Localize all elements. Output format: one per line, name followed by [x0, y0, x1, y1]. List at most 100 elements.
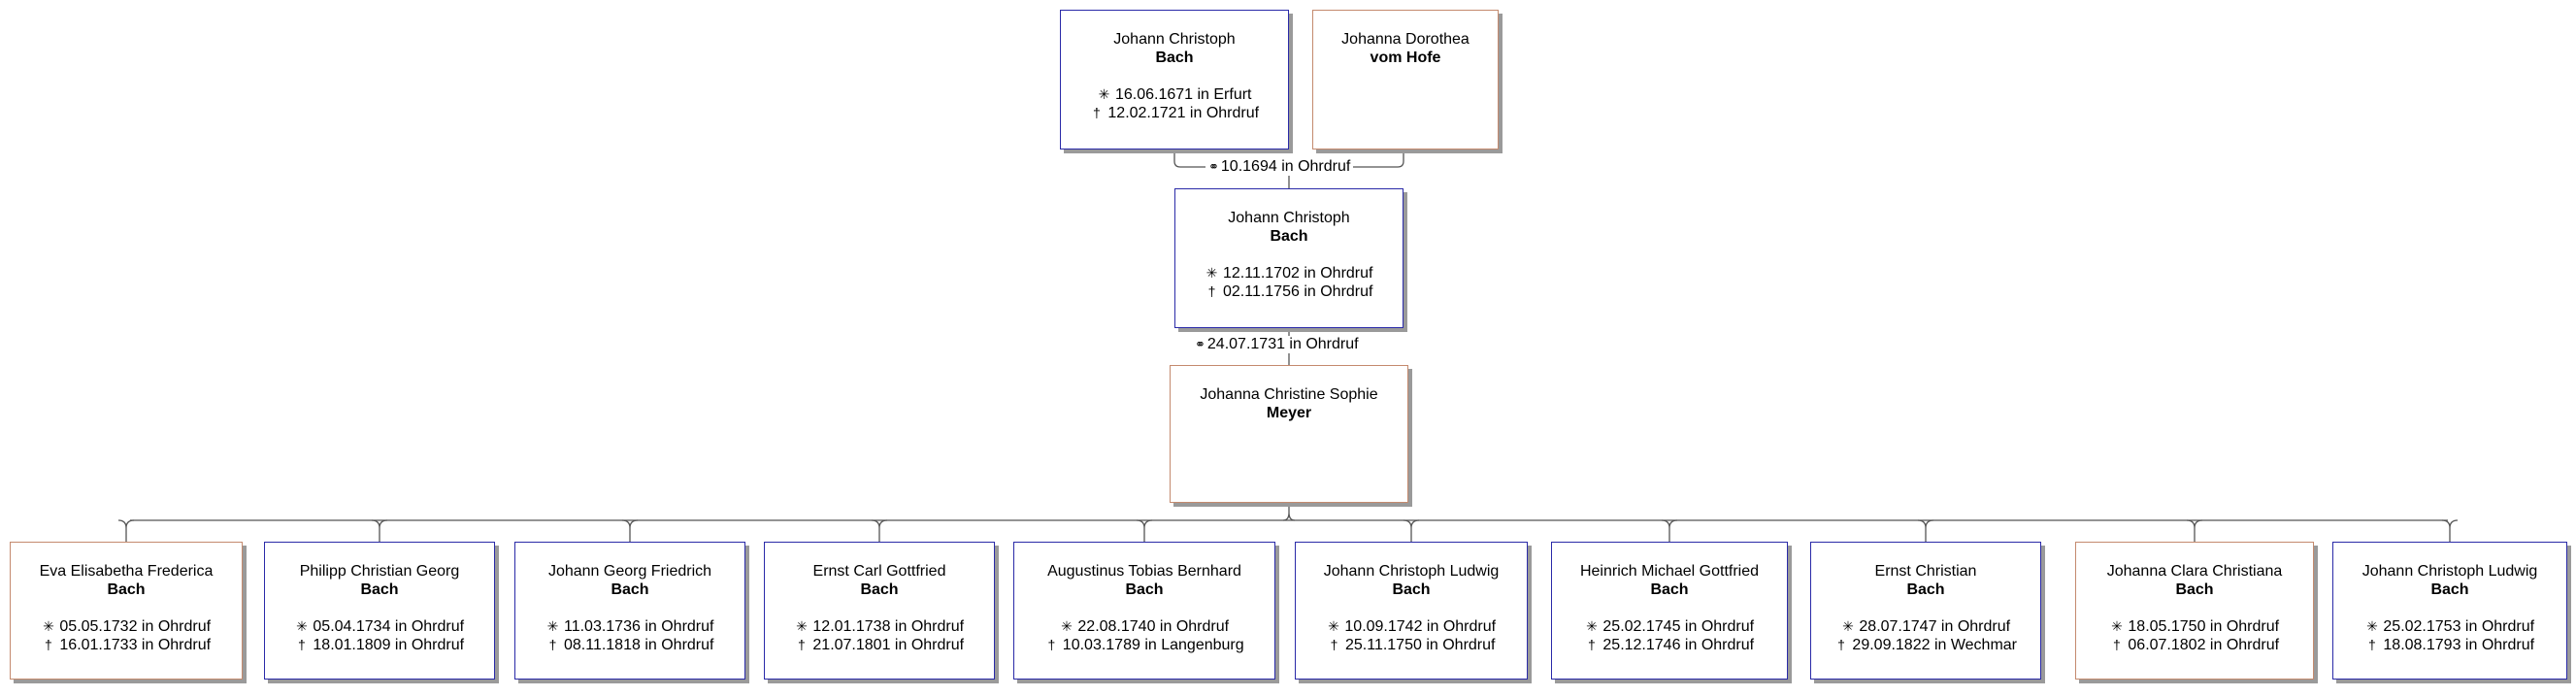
parents-marriage-date: 10.1694 in Ohrdruf — [1220, 158, 1351, 175]
child-surname: Bach — [1125, 581, 1164, 598]
child-drop-line — [2186, 519, 2203, 542]
child-given-name: Johann Georg Friedrich — [547, 563, 712, 580]
death-icon: † — [1093, 105, 1101, 120]
father-death: 12.02.1721 in Ohrdruf — [1107, 105, 1260, 121]
death-icon: † — [2368, 637, 2376, 652]
child-drop-line — [1136, 519, 1153, 542]
subject-birth: 12.11.1702 in Ohrdruf — [1222, 265, 1373, 282]
birth-icon: ✳ — [1098, 86, 1110, 102]
birth-icon: ✳ — [1061, 618, 1073, 634]
death-icon: † — [1047, 637, 1056, 652]
child-given-name: Augustinus Tobias Bernhard — [1047, 563, 1241, 580]
death-icon: † — [798, 637, 806, 652]
birth-icon: ✳ — [43, 618, 54, 634]
death-icon: † — [1837, 637, 1845, 652]
child-drop-line — [1661, 519, 1678, 542]
child-death: 06.07.1802 in Ohrdruf — [2128, 637, 2280, 653]
child-birth: 22.08.1740 in Ohrdruf — [1077, 618, 1230, 635]
parents-marriage-label: ⚭10.1694 in Ohrdruf — [1205, 158, 1354, 176]
child-death: 25.11.1750 in Ohrdruf — [1344, 637, 1496, 653]
subject-marriage-label: ⚭24.07.1731 in Ohrdruf — [1192, 336, 1362, 353]
subject-surname: Bach — [1270, 228, 1308, 245]
child-drop-line — [371, 519, 388, 542]
birth-icon: ✳ — [546, 618, 559, 634]
child-birth: 28.07.1747 in Ohrdruf — [1859, 618, 2011, 635]
child-surname: Bach — [860, 581, 899, 598]
death-icon: † — [1330, 637, 1338, 652]
child-death: 10.03.1789 in Langenburg — [1062, 637, 1244, 653]
child-drop-line — [871, 519, 888, 542]
child-drop-line — [1917, 519, 1934, 542]
person-box-mother[interactable]: Johanna Dorothea vom Hofe — [1312, 10, 1499, 149]
child-birth: 18.05.1750 in Ohrdruf — [2128, 618, 2280, 635]
subject-death: 02.11.1756 in Ohrdruf — [1222, 283, 1373, 300]
child-death: 08.11.1818 in Ohrdruf — [563, 637, 714, 653]
child-death: 18.08.1793 in Ohrdruf — [2383, 637, 2535, 653]
spouse-given-name: Johanna Christine Sophie — [1200, 386, 1378, 403]
child-death: 18.01.1809 in Ohrdruf — [313, 637, 465, 653]
death-icon: † — [2113, 637, 2121, 652]
death-icon: † — [1588, 637, 1596, 652]
child-birth: 05.04.1734 in Ohrdruf — [313, 618, 465, 635]
father-surname: Bach — [1155, 50, 1194, 66]
father-birth: 16.06.1671 in Erfurt — [1114, 86, 1252, 103]
birth-icon: ✳ — [796, 618, 808, 634]
child-birth: 10.09.1742 in Ohrdruf — [1344, 618, 1497, 635]
child-death: 16.01.1733 in Ohrdruf — [59, 637, 212, 653]
child-surname: Bach — [2175, 581, 2214, 598]
child-given-name: Heinrich Michael Gottfried — [1579, 563, 1760, 580]
death-icon: † — [548, 637, 557, 652]
birth-icon: ✳ — [2111, 618, 2123, 634]
person-box-father[interactable]: Johann Christoph Bach ✳ 16.06.1671 in Er… — [1060, 10, 1289, 149]
child-surname: Bach — [360, 581, 399, 598]
father-given-name: Johann Christoph — [1113, 31, 1236, 48]
birth-icon: ✳ — [1842, 618, 1854, 634]
birth-icon: ✳ — [1205, 265, 1218, 281]
child-drop-line — [117, 519, 135, 542]
child-birth: 12.01.1738 in Ohrdruf — [812, 618, 965, 635]
child-given-name: Johann Christoph Ludwig — [2361, 563, 2538, 580]
birth-icon: ✳ — [1328, 618, 1339, 634]
child-surname: Bach — [2430, 581, 2469, 598]
child-death: 29.09.1822 in Wechmar — [1852, 637, 2018, 653]
child-surname: Bach — [611, 581, 649, 598]
death-icon: † — [298, 637, 306, 652]
birth-icon: ✳ — [296, 618, 308, 634]
child-surname: Bach — [1392, 581, 1431, 598]
child-given-name: Eva Elisabetha Frederica — [39, 563, 214, 580]
person-box-subject[interactable]: Johann Christoph Bach ✳ 12.11.1702 in Oh… — [1174, 188, 1404, 328]
child-given-name: Ernst Christian — [1874, 563, 1977, 580]
child-death: 25.12.1746 in Ohrdruf — [1602, 637, 1755, 653]
family-drop-line — [1282, 503, 1296, 521]
child-drop-line — [2441, 519, 2459, 542]
death-icon: † — [45, 637, 52, 652]
child-given-name: Philipp Christian Georg — [299, 563, 460, 580]
child-given-name: Johann Christoph Ludwig — [1323, 563, 1500, 580]
child-birth: 11.03.1736 in Ohrdruf — [563, 618, 714, 635]
marriage-rings-icon: ⚭ — [1208, 159, 1219, 174]
mother-surname: vom Hofe — [1370, 50, 1441, 66]
child-death: 21.07.1801 in Ohrdruf — [812, 637, 965, 653]
child-drop-line — [1403, 519, 1420, 542]
child-surname: Bach — [1650, 581, 1689, 598]
child-surname: Bach — [1906, 581, 1945, 598]
person-box-spouse[interactable]: Johanna Christine Sophie Meyer — [1170, 365, 1408, 503]
child-given-name: Ernst Carl Gottfried — [812, 563, 946, 580]
subject-marriage-date: 24.07.1731 in Ohrdruf — [1206, 336, 1359, 352]
death-icon: † — [1207, 283, 1216, 299]
birth-icon: ✳ — [2366, 618, 2378, 634]
child-drop-line — [621, 519, 639, 542]
child-birth: 05.05.1732 in Ohrdruf — [59, 618, 212, 635]
birth-icon: ✳ — [1586, 618, 1598, 634]
